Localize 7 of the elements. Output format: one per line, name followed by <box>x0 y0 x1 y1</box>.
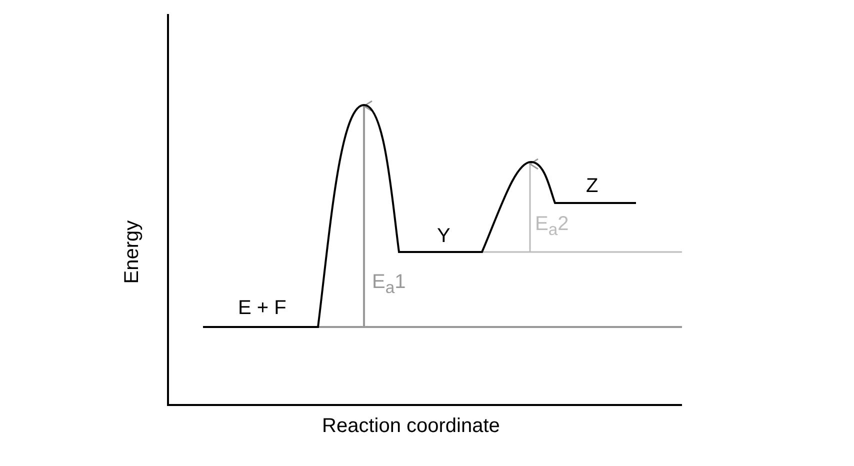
energy-level-label: Z <box>586 176 598 196</box>
axis-title: Reaction coordinate <box>322 416 500 436</box>
activation-energy-label: E$_{a}$1 <box>372 272 406 297</box>
energy-level-label: E + F <box>238 298 286 318</box>
axis-title: Energy <box>122 220 142 284</box>
energy-level-label: Y <box>437 226 450 246</box>
activation-energy-label: E$_{a}$2 <box>535 214 569 239</box>
